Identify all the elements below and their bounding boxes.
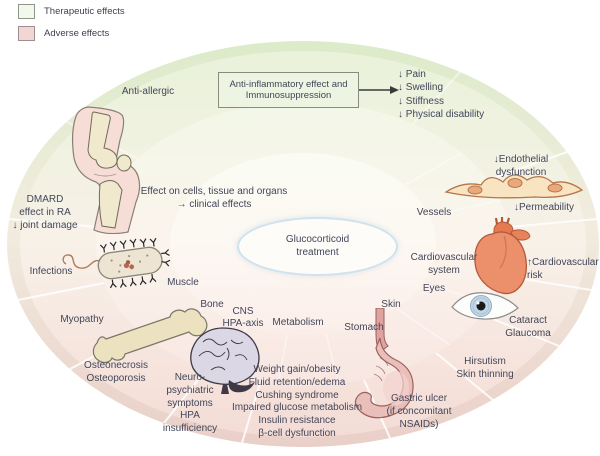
label-clinical-outcomes: ↓ Pain ↓ Swelling ↓ Stiffness ↓ Physical… — [398, 69, 485, 121]
eye-icon — [451, 292, 519, 320]
label-vessels: Vessels — [416, 207, 452, 218]
label-gastric-ulcer: Gastric ulcer (if concomitant NSAIDs) — [386, 393, 452, 430]
stomach-icon — [354, 308, 414, 419]
label-myopathy: Myopathy — [60, 314, 104, 325]
label-dmard-effect: DMARD effect in RA ↓ joint damage — [12, 194, 78, 231]
bacterium-icon — [62, 237, 171, 289]
endothelium-icon — [444, 174, 584, 199]
femur-bone-icon — [92, 308, 208, 364]
heart-icon — [474, 217, 531, 295]
label-endothelial-dysfunction: ↓Endothelial dysfunction — [493, 154, 549, 178]
label-cardiovascular-risk: ↑Cardiovascular risk — [527, 257, 599, 281]
arrow-right-icon — [358, 86, 399, 94]
label-infections: Infections — [29, 266, 73, 277]
label-eyes: Eyes — [422, 283, 446, 294]
anti-inflammatory-box: Anti-inflammatory effect and Immunosuppr… — [218, 72, 359, 108]
label-hirsutism-skin-thinning: Hirsutism Skin thinning — [456, 356, 514, 380]
legend-label-adverse: Adverse effects — [44, 28, 110, 39]
label-cns-hpa-axis: CNS HPA-axis — [222, 306, 264, 329]
outer-sector-dividers — [8, 151, 598, 444]
label-muscle: Muscle — [167, 277, 199, 288]
label-effect-on-cells: Effect on cells, tissue and organs → cli… — [140, 186, 288, 210]
label-metabolism: Metabolism — [272, 317, 324, 328]
label-permeability: ↓Permeability — [513, 202, 575, 213]
legend-label-therapeutic: Therapeutic effects — [44, 6, 125, 17]
label-neuropsychiatric-hpa: Neuro- psychiatric symptoms HPA insuffic… — [162, 372, 218, 435]
legend: Therapeutic effects Adverse effects — [18, 4, 125, 48]
legend-item-therapeutic: Therapeutic effects — [18, 4, 125, 19]
label-osteonecrosis-osteoporosis: Osteonecrosis Osteoporosis — [84, 360, 148, 384]
brain-icon — [190, 327, 260, 394]
label-metabolic-adverse-effects: Weight gain/obesity Fluid retention/edem… — [231, 364, 363, 439]
label-cataract-glaucoma: Cataract Glaucoma — [505, 315, 551, 339]
knee-joint-icon — [71, 106, 141, 234]
label-anti-allergic: Anti-allergic — [121, 86, 175, 97]
center-treatment-ellipse: Glucocorticoid treatment — [237, 217, 398, 276]
label-cardiovascular-system: Cardiovascular system — [410, 252, 478, 276]
label-bone: Bone — [200, 299, 224, 310]
label-skin: Skin — [381, 299, 401, 310]
therapeutic-swatch — [18, 4, 35, 19]
legend-item-adverse: Adverse effects — [18, 26, 125, 41]
label-stomach: Stomach — [344, 322, 384, 333]
adverse-swatch — [18, 26, 35, 41]
